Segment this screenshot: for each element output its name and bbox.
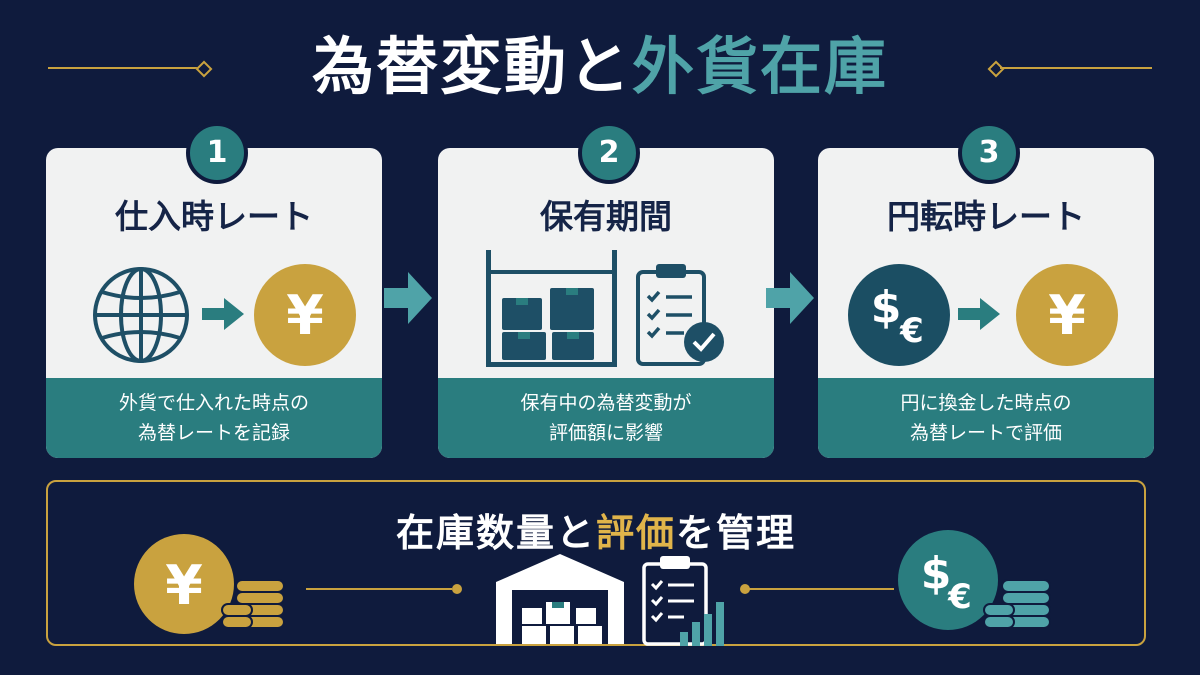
- step-desc-3: 円に換金した時点の 為替レートで評価: [818, 378, 1154, 458]
- title-row: 為替変動と外貨在庫: [0, 22, 1200, 112]
- dollar-symbol: $: [871, 282, 902, 333]
- diamond-ornament-left: [195, 60, 213, 78]
- title-divider-left: [48, 67, 200, 69]
- euro-symbol: €: [947, 577, 972, 617]
- title-part1: 為替変動と: [311, 30, 632, 103]
- step-card-2: 保有期間 保有中の為替変動が 評価額に影響: [438, 148, 774, 458]
- arrow-right-icon: [958, 298, 1000, 330]
- step-badge-3: 3: [958, 122, 1020, 184]
- yen-symbol: ¥: [1048, 284, 1086, 347]
- coin-stack-icon: [983, 579, 1051, 629]
- yen-symbol: ¥: [286, 284, 324, 347]
- clipboard-check-icon: [636, 264, 724, 366]
- connector-line-right: [748, 588, 894, 590]
- euro-symbol: €: [899, 311, 924, 351]
- step-desc-1-line1: 外貨で仕入れた時点の: [118, 392, 309, 414]
- step-desc-3-line1: 円に換金した時点の: [900, 392, 1072, 414]
- summary-part1: 在庫数量と: [395, 511, 596, 555]
- diamond-ornament-right: [987, 60, 1005, 78]
- step-heading-3: 円転時レート: [887, 197, 1085, 236]
- step-heading-2: 保有期間: [540, 197, 672, 236]
- warehouse-icon: [496, 554, 624, 644]
- summary-panel: 在庫数量と評価を管理 ¥: [46, 480, 1146, 646]
- step-arrow-icon-2: [766, 272, 814, 324]
- dollar-symbol: $: [921, 548, 952, 599]
- globe-icon: [93, 267, 189, 363]
- step-desc-1: 外貨で仕入れた時点の 為替レートを記録: [46, 378, 382, 458]
- yen-symbol: ¥: [165, 554, 203, 617]
- step-arrow-icon-1: [384, 272, 432, 324]
- yen-coin-icon: ¥: [1016, 264, 1118, 366]
- step-desc-1-line2: 為替レートを記録: [137, 422, 290, 444]
- step-desc-2-line1: 保有中の為替変動が: [520, 392, 692, 414]
- title-divider-right: [1000, 67, 1152, 69]
- step-desc-2: 保有中の為替変動が 評価額に影響: [438, 378, 774, 458]
- page-title: 為替変動と外貨在庫: [225, 22, 975, 112]
- step-desc-3-line2: 為替レートで評価: [909, 422, 1062, 444]
- dollar-euro-icon: $ €: [898, 530, 998, 630]
- step-card-1: 仕入時レート ¥ 外貨で仕入れた時点の 為替レートを記録: [46, 148, 382, 458]
- coin-stack-icon: [221, 579, 285, 629]
- step-desc-2-line2: 評価額に影響: [548, 422, 663, 444]
- summary-heading: 在庫数量と評価を管理: [48, 502, 1144, 557]
- connector-dot-left: [452, 584, 462, 594]
- summary-part2: 評価: [595, 511, 676, 555]
- step-card-3: 円転時レート $ € ¥ 円に換金した時点の 為替レートで評価: [818, 148, 1154, 458]
- step-heading-1: 仕入時レート: [115, 197, 313, 236]
- arrow-right-icon: [202, 298, 244, 330]
- step-badge-1: 1: [186, 122, 248, 184]
- title-part2: 外貨在庫: [632, 30, 889, 103]
- connector-dot-right: [740, 584, 750, 594]
- connector-line-left: [306, 588, 452, 590]
- summary-part3: を管理: [676, 511, 797, 555]
- dollar-euro-icon: $ €: [848, 264, 950, 366]
- step-badge-2: 2: [578, 122, 640, 184]
- yen-coin-icon: ¥: [134, 534, 234, 634]
- warehouse-shelf-icon: [486, 250, 617, 367]
- yen-coin-icon: ¥: [254, 264, 356, 366]
- clipboard-chart-icon: [642, 556, 724, 646]
